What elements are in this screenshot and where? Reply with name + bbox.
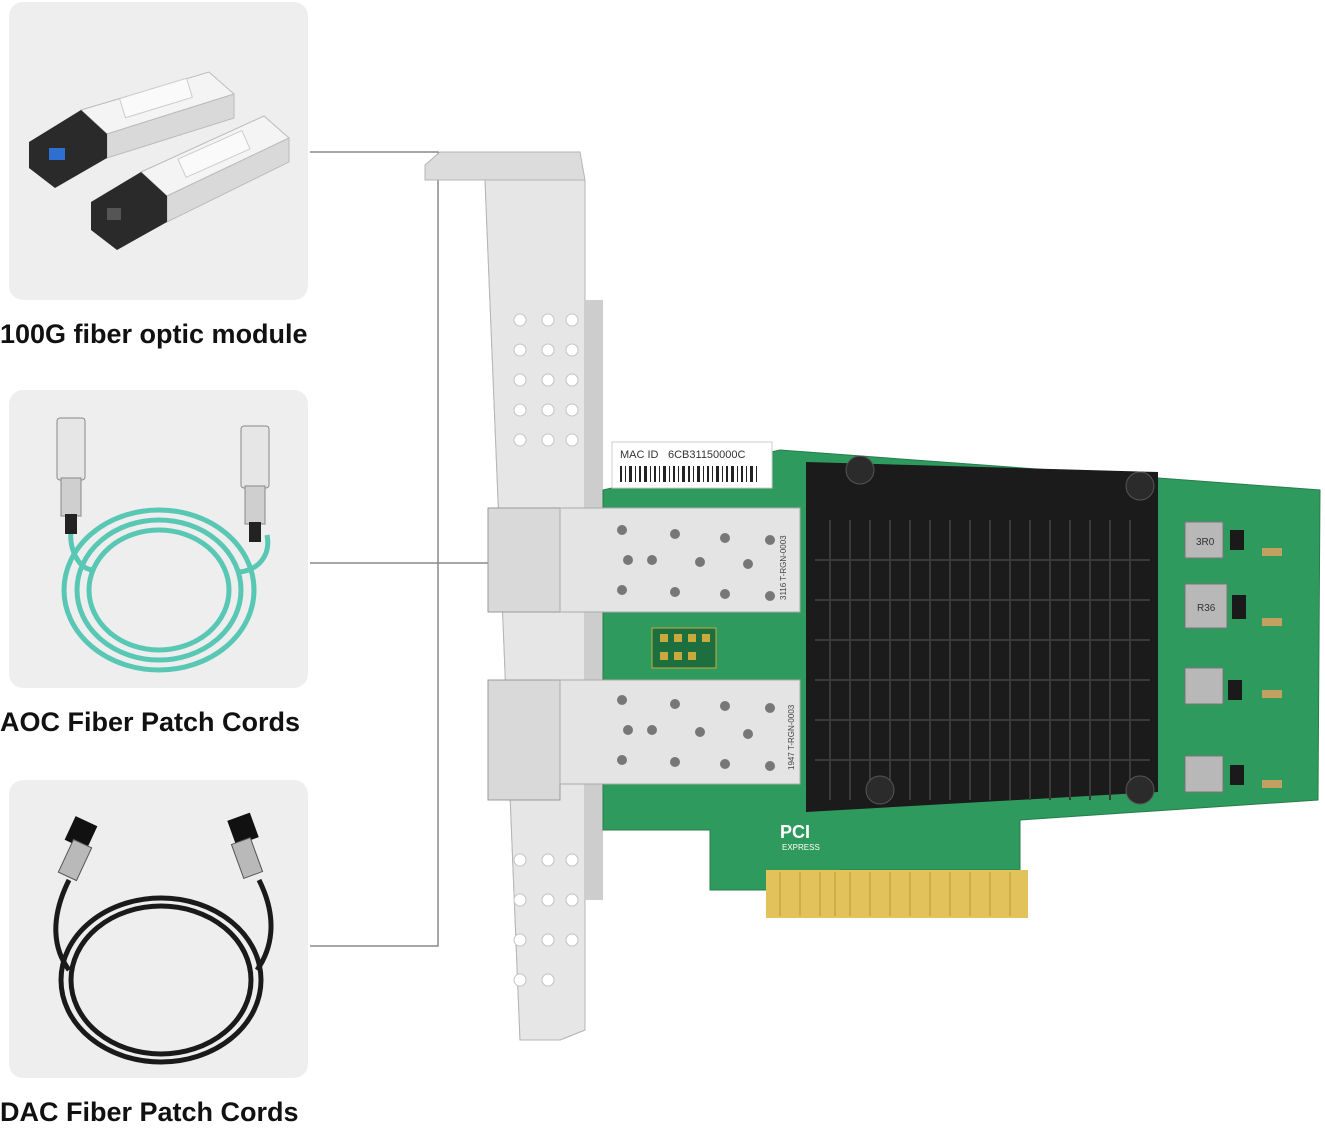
sfp-module-back [29, 71, 235, 188]
aoc-cable-coil [61, 507, 271, 673]
inductor-label-2: R36 [1197, 603, 1216, 614]
fiber-module-caption: 100G fiber optic module [0, 319, 308, 349]
mac-label: MAC ID 6CB31150000C [611, 441, 773, 489]
dac-cable-image [53, 812, 274, 1065]
dac-cable-coil [53, 878, 274, 1065]
pci-express-logo: PCI EXPRESS [780, 822, 820, 852]
dac-cable-caption: DAC Fiber Patch Cords [0, 1097, 299, 1127]
aoc-cable-caption: AOC Fiber Patch Cords [0, 707, 301, 737]
sfp-module-front [91, 115, 290, 250]
sfp-port-1: 3116 T-RGN-0003 [487, 507, 801, 613]
connector-lines [310, 151, 505, 947]
aoc-cable-image [56, 417, 271, 673]
mac-id-label: MAC ID [620, 449, 659, 461]
pci-logo-subtext: EXPRESS [782, 843, 820, 852]
dac-connector-left [57, 816, 98, 882]
fiber-module-tile [9, 2, 308, 300]
sfp-port-2: 1947 T-RGN-0003 [487, 679, 801, 801]
module-marking-2: 1947 T-RGN-0003 [787, 704, 796, 770]
aoc-connector-right [240, 425, 270, 542]
pci-logo-text: PCI [780, 822, 810, 842]
dac-connector-right [227, 812, 264, 879]
power-components: 3R0 R36 [1184, 521, 1282, 793]
aoc-connector-left [56, 417, 86, 534]
gold-fingers [766, 870, 1028, 918]
mac-id-value: 6CB31150000C [668, 449, 746, 461]
jumper-header [651, 627, 717, 669]
heatsink [806, 455, 1158, 812]
sfp-module-pair-image [29, 71, 290, 250]
module-marking-1: 3116 T-RGN-0003 [779, 535, 788, 600]
inductor-label-1: 3R0 [1196, 537, 1215, 548]
dac-cable-tile [9, 780, 308, 1078]
aoc-cable-tile [9, 390, 308, 688]
